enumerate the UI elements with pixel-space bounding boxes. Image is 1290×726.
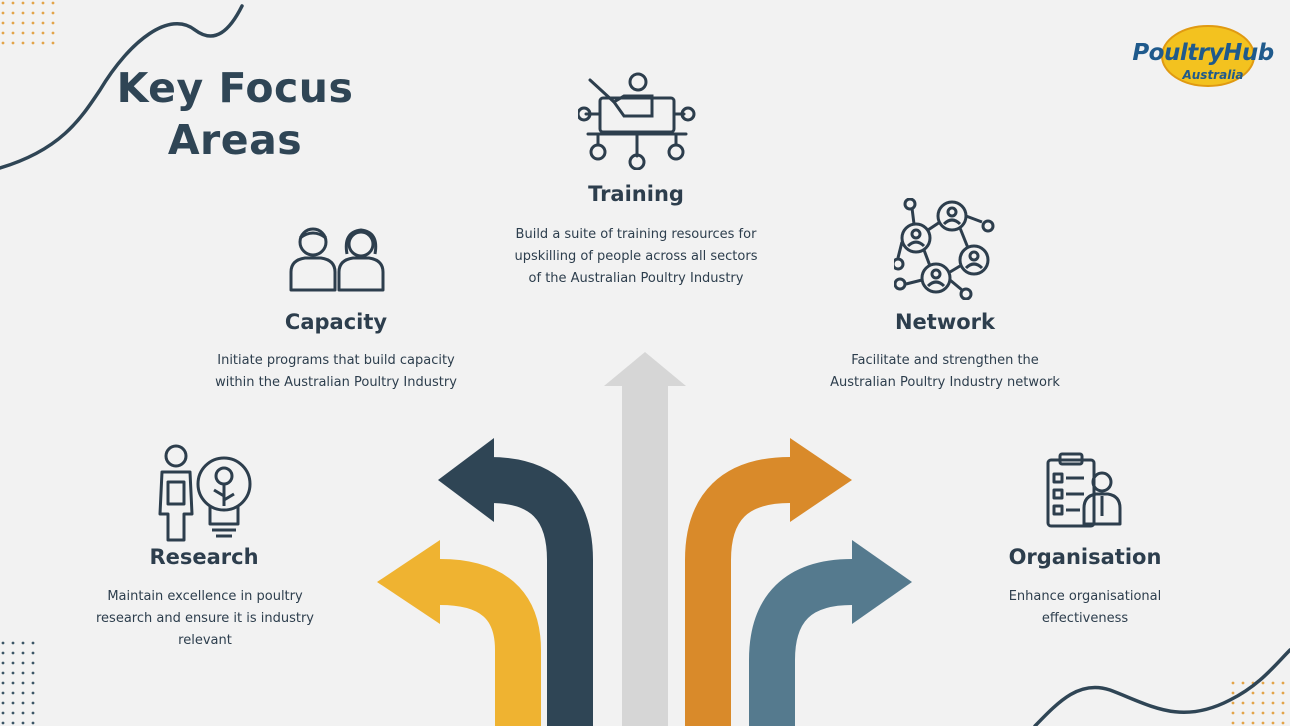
training-heading: Training: [588, 182, 684, 206]
network-desc-line-1: Facilitate and strengthen the: [851, 353, 1039, 368]
research-heading: Research: [149, 545, 259, 569]
training-desc-line-3: of the Australian Poultry Industry: [528, 271, 744, 286]
research-desc-line-2: research and ensure it is industry: [95, 611, 314, 626]
organisation-description: Enhance organisational effectiveness: [955, 586, 1215, 630]
dot-grid-bottom-left: [0, 640, 40, 726]
network-description: Facilitate and strengthen the Australian…: [795, 350, 1095, 394]
organisation-desc-line-1: Enhance organisational: [1008, 589, 1162, 604]
curve-top-left: [0, 4, 244, 170]
training-desc-line-1: Build a suite of training resources for: [515, 227, 757, 242]
poultryhub-logo: PoultryHub Australia: [1128, 22, 1278, 92]
dot-grid-bottom-right: [1228, 676, 1290, 726]
people-pair-icon: [289, 227, 385, 292]
people-network-icon: [894, 198, 995, 300]
title-line-1: Key Focus: [116, 64, 354, 112]
logo-sub-text: Australia: [1182, 68, 1244, 82]
organisation-desc-line-2: effectiveness: [1041, 611, 1129, 626]
arrow-slate: [749, 540, 912, 726]
capacity-description: Initiate programs that build capacity wi…: [186, 350, 486, 394]
research-desc-line-1: Maintain excellence in poultry: [107, 589, 303, 604]
arrow-orange: [685, 438, 852, 726]
network-heading: Network: [894, 310, 995, 334]
arrow-grey: [604, 352, 686, 726]
arrow-yellow: [377, 540, 541, 726]
arrow-navy: [438, 438, 593, 726]
research-description: Maintain excellence in poultry research …: [60, 586, 350, 652]
capacity-desc-line-2: within the Australian Poultry Industry: [215, 375, 457, 390]
training-desc-line-2: upskilling of people across all sectors: [514, 249, 758, 264]
network-desc-line-2: Australian Poultry Industry network: [830, 375, 1060, 390]
page-title: Key Focus Areas: [100, 62, 370, 166]
research-desc-line-3: relevant: [178, 633, 232, 648]
title-line-2: Areas: [167, 116, 303, 164]
logo-main-text: PoultryHub: [1132, 40, 1274, 66]
curve-bottom-right: [1033, 648, 1290, 726]
clipboard-manager-icon: [1046, 452, 1122, 528]
dot-grid-top-left: [0, 0, 60, 50]
organisation-heading: Organisation: [1008, 545, 1162, 569]
researcher-lightbulb-icon: [158, 444, 252, 542]
capacity-desc-line-1: Initiate programs that build capacity: [217, 353, 455, 368]
training-description: Build a suite of training resources for …: [480, 224, 792, 290]
capacity-heading: Capacity: [284, 310, 388, 334]
teacher-network-icon: [578, 72, 696, 170]
